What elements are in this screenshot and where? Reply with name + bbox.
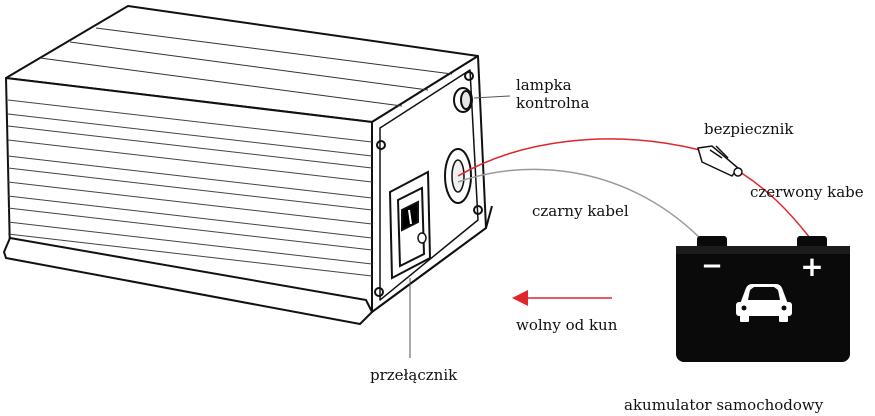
black-cable-label: czarny kabel <box>532 202 629 220</box>
indicator-lamp-icon <box>453 87 511 113</box>
switch-label: przełącznik <box>370 366 458 384</box>
fuse-icon <box>697 145 743 177</box>
car-battery <box>676 236 850 362</box>
indicator-lamp-label-line2: kontrolna <box>516 94 590 112</box>
indicator-lamp-label-line1: lampka <box>516 76 572 94</box>
rocker-switch-icon <box>388 170 432 358</box>
black-cable <box>457 168 701 239</box>
red-cable-label: czerwony kabe <box>750 183 864 201</box>
battery-minus-symbol: − <box>701 251 723 281</box>
inverter-box <box>3 5 493 325</box>
left-arrow-icon <box>512 290 612 306</box>
fuse-label: bezpiecznik <box>704 120 794 138</box>
red-cable <box>457 138 701 177</box>
battery-plus-symbol: + <box>800 250 823 283</box>
car-icon <box>736 284 792 322</box>
red-cable-battery-end <box>739 171 811 239</box>
away-from-horse-label: wolny od kun <box>516 316 618 334</box>
car-battery-label: akumulator samochodowy <box>624 396 824 414</box>
